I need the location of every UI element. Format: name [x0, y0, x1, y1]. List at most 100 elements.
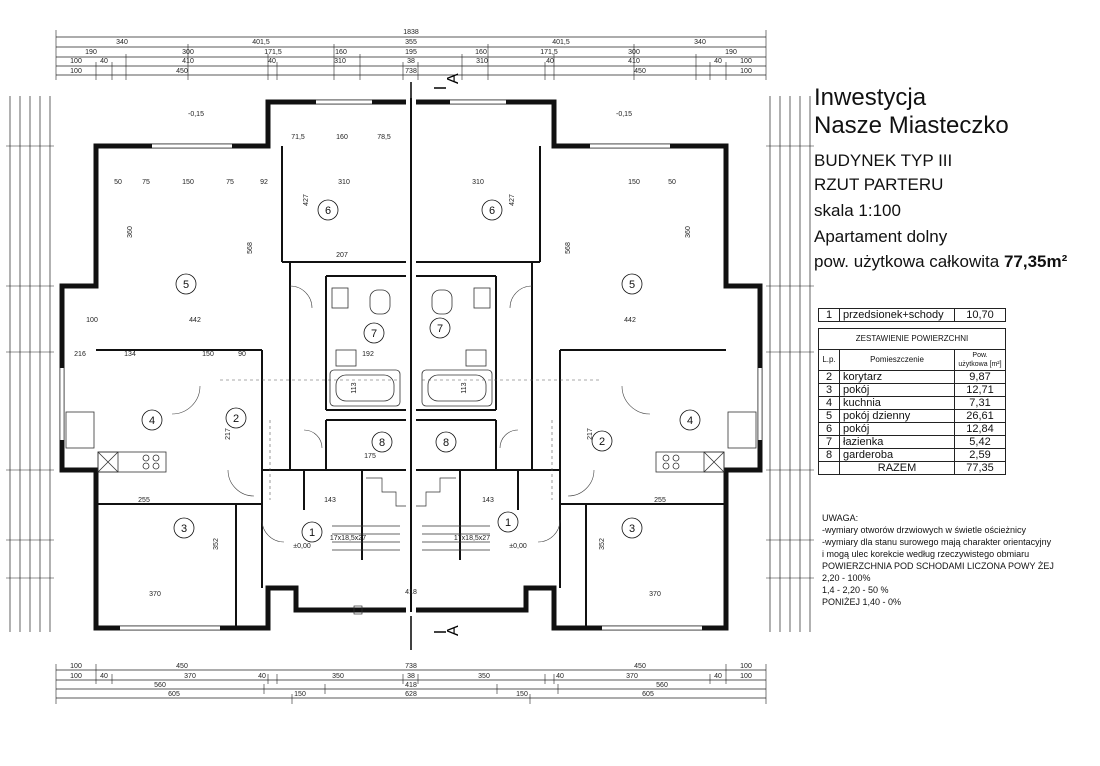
room-number: 8 — [443, 437, 449, 449]
section-mark: A — [445, 625, 462, 636]
dim-label: 340 — [694, 39, 706, 46]
room-number: 2 — [233, 413, 239, 425]
drawing-type: RZUT PARTERU — [814, 175, 944, 194]
dim-label: 71,5 — [291, 134, 305, 141]
dim-label: 450 — [634, 68, 646, 75]
level-mark: ±0,00 — [293, 543, 311, 550]
dim-label: 100 — [740, 58, 752, 65]
section-mark: A — [445, 73, 462, 84]
dim-label: 340 — [116, 39, 128, 46]
dim-label: 150 — [516, 691, 528, 698]
dim-label: 355 — [405, 39, 417, 46]
table-total-row: RAZEM 77,35 — [818, 461, 1006, 475]
dim-label: 90 — [238, 351, 246, 358]
room-number: 7 — [371, 328, 377, 340]
dim-label: 150 — [628, 179, 640, 186]
drawing-scale: skala 1:100 — [814, 201, 901, 220]
room-number: 6 — [489, 205, 495, 217]
dim-label: 100 — [70, 68, 82, 75]
room-number: 1 — [309, 527, 315, 539]
dim-label: 310 — [472, 179, 484, 186]
investment-title: Inwestycja — [814, 84, 927, 111]
level-mark: ±0,00 — [509, 543, 527, 550]
dim-label: 350 — [478, 673, 490, 680]
dim-label: 418 — [405, 589, 417, 596]
dim-label: 255 — [654, 497, 666, 504]
dim-label: 450 — [176, 68, 188, 75]
room-number: 4 — [687, 415, 693, 427]
dim-label: 401,5 — [252, 39, 270, 46]
dim-label: 100 — [86, 317, 98, 324]
dim-label: 352 — [213, 538, 220, 550]
apartment-label: Apartament dolny — [814, 227, 948, 246]
dim-label: 143 — [482, 497, 494, 504]
dim-label: 370 — [149, 591, 161, 598]
dim-label: 17x18,5x27 — [454, 535, 490, 542]
dim-label: 738 — [405, 663, 417, 670]
dim-label: 50 — [114, 179, 122, 186]
dim-label: 442 — [189, 317, 201, 324]
dim-label: 401,5 — [552, 39, 570, 46]
total-area: pow. użytkowa całkowita 77,35m² — [814, 252, 1068, 271]
room-number: 3 — [629, 523, 635, 535]
dim-label: 300 — [182, 49, 194, 56]
dim-label: 255 — [138, 497, 150, 504]
dim-label: 150 — [202, 351, 214, 358]
notes-title: UWAGA: — [822, 513, 859, 523]
dim-label: 40 — [258, 673, 266, 680]
dim-label: 40 — [546, 58, 554, 65]
level-mark: -0,15 — [616, 111, 632, 118]
dim-label: 100 — [70, 673, 82, 680]
dim-label: 560 — [154, 682, 166, 689]
dim-label: 410 — [182, 58, 194, 65]
dim-label: 40 — [714, 58, 722, 65]
room-number: 6 — [325, 205, 331, 217]
dim-label: 134 — [124, 351, 136, 358]
dim-label: 150 — [294, 691, 306, 698]
dim-label: 360 — [127, 226, 134, 238]
dim-label: 113 — [351, 382, 358, 393]
dim-label: 350 — [332, 673, 344, 680]
dim-label: 207 — [336, 252, 348, 259]
dim-label: 113 — [461, 382, 468, 393]
dim-label: 100 — [740, 68, 752, 75]
dim-label: 370 — [649, 591, 661, 598]
dim-label: 150 — [182, 179, 194, 186]
dim-label: 442 — [624, 317, 636, 324]
dim-label: 310 — [476, 58, 488, 65]
dim-label: 217 — [225, 428, 232, 440]
dim-label: 1838 — [403, 29, 419, 36]
notes-block: UWAGA: -wymiary otworów drzwiowych w świ… — [822, 513, 1054, 607]
dim-label: 190 — [85, 49, 97, 56]
dim-label: 50 — [668, 179, 676, 186]
dim-label: 352 — [599, 538, 606, 550]
dim-label: 100 — [740, 673, 752, 680]
dim-label: 427 — [303, 194, 310, 206]
dim-label: 40 — [556, 673, 564, 680]
dim-label: 175 — [364, 453, 376, 460]
dim-label: 40 — [100, 673, 108, 680]
dim-label: 40 — [714, 673, 722, 680]
room-number: 5 — [629, 279, 635, 291]
room-number: 8 — [379, 437, 385, 449]
dim-label: 143 — [324, 497, 336, 504]
dim-label: 78,5 — [377, 134, 391, 141]
area-summary-table: 1 przedsionek+schody 10,70 ZESTAWIENIE P… — [818, 308, 1006, 475]
dim-label: 450 — [176, 663, 188, 670]
room-number: 5 — [183, 279, 189, 291]
dim-label: 217 — [587, 428, 594, 440]
room-number: 2 — [599, 436, 605, 448]
dim-label: 160 — [335, 49, 347, 56]
dim-label: 160 — [336, 134, 348, 141]
dim-label: 310 — [338, 179, 350, 186]
dim-label: 568 — [247, 242, 254, 254]
dim-label: 92 — [260, 179, 268, 186]
dim-label: 628 — [405, 691, 417, 698]
